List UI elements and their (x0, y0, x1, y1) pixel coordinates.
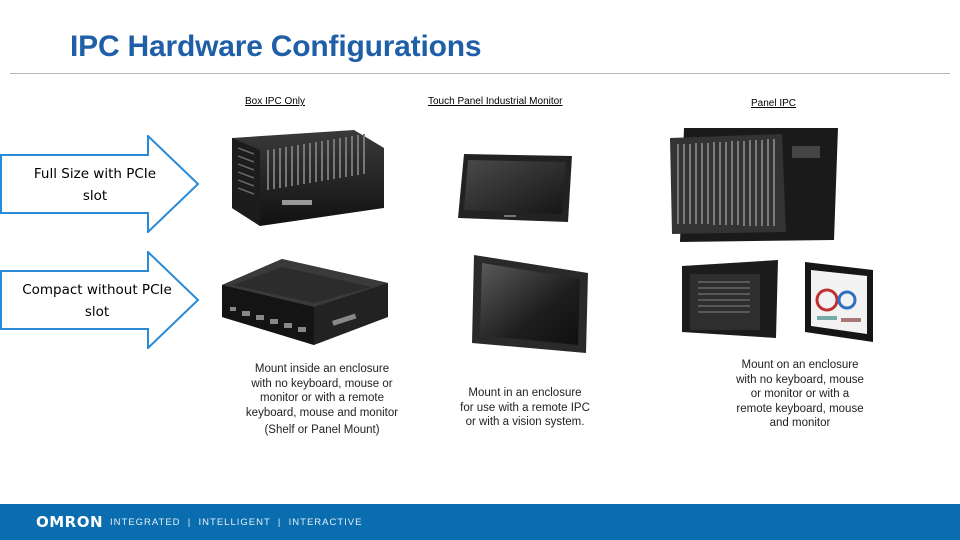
row-arrow-compact (0, 251, 200, 349)
page-title: IPC Hardware Configurations (70, 30, 482, 63)
description-line: for use with a remote IPC (460, 401, 590, 414)
row-label-compact: Compact without PCIe slot (22, 279, 172, 323)
description-panel-ipc: Mount on an enclosure with no keyboard, … (705, 358, 895, 431)
column-header-panel-ipc: Panel IPC (751, 98, 797, 109)
title-divider (10, 73, 950, 74)
touch-panel-monitor-compact-image (472, 255, 588, 353)
row-label-compact-text: Compact without PCIe slot (22, 282, 172, 320)
box-ipc-compact-image (222, 259, 388, 345)
description-line: or monitor or with a (750, 388, 850, 400)
description-line: monitor or with a remote (260, 392, 384, 404)
description-line: or with a vision system. (465, 416, 585, 428)
description-line: with no keyboard, mouse or (251, 377, 393, 390)
description-line: Mount inside an enclosure (254, 363, 390, 375)
row-arrow-full-size (0, 135, 200, 233)
description-line: remote keyboard, mouse (736, 402, 864, 415)
omron-logo: OMRON (36, 513, 104, 531)
column-header-touch-panel: Touch Panel Industrial Monitor (428, 96, 563, 107)
row-label-full-size: Full Size with PCIe slot (20, 163, 170, 207)
panel-ipc-full-size-image (670, 128, 838, 242)
description-line: Mount on an enclosure (741, 359, 859, 371)
footer-tagline: INTEGRATED | INTELLIGENT | INTERACTIVE (110, 517, 363, 528)
description-line: keyboard, mouse and monitor (245, 406, 399, 419)
box-ipc-full-size-image (232, 130, 384, 226)
description-line: and monitor (769, 417, 831, 429)
row-label-full-size-text: Full Size with PCIe slot (33, 166, 157, 204)
description-line: with no keyboard, mouse (736, 373, 864, 386)
footer-bar: OMRON INTEGRATED | INTELLIGENT | INTERAC… (0, 504, 960, 540)
description-line: (Shelf or Panel Mount) (264, 424, 380, 436)
panel-ipc-compact-image (682, 260, 778, 338)
description-line: Mount in an enclosure (468, 387, 582, 399)
panel-ipc-front-image (805, 262, 873, 342)
column-header-box-ipc: Box IPC Only (245, 96, 306, 107)
description-box-ipc: Mount inside an enclosure with no keyboa… (226, 362, 418, 438)
description-touch-panel: Mount in an enclosure for use with a rem… (430, 386, 620, 430)
touch-panel-monitor-image (458, 154, 572, 222)
